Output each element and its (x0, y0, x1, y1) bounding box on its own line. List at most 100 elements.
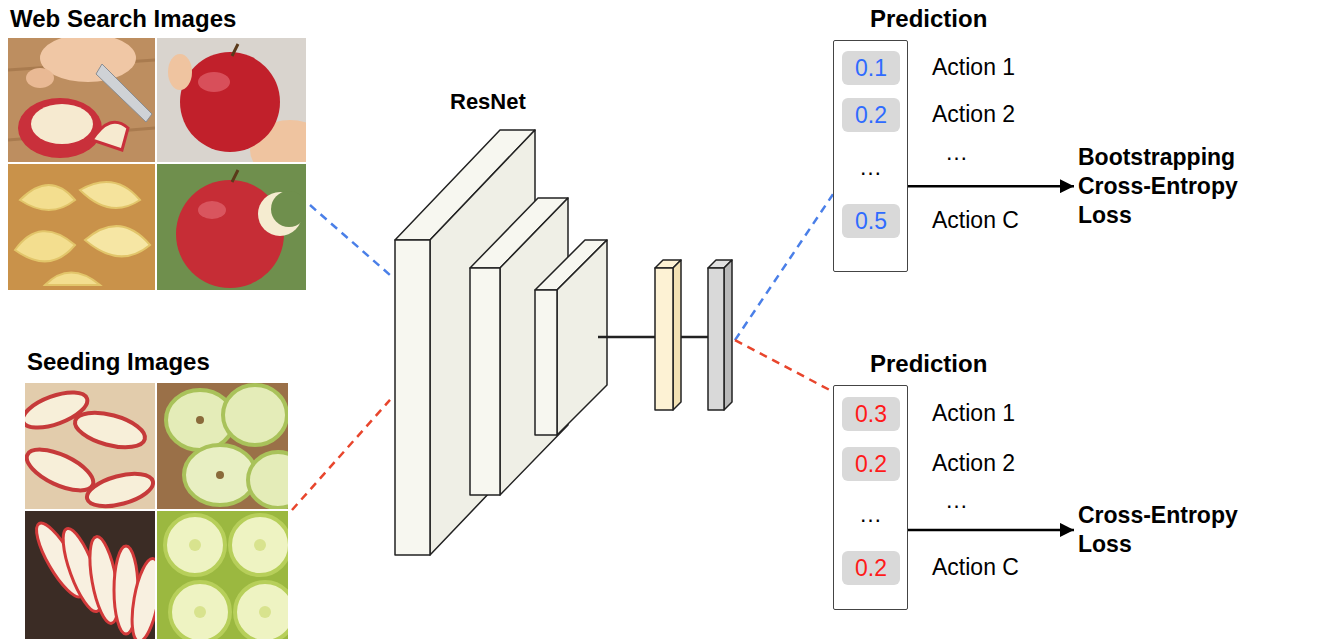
action-label: Action 1 (932, 399, 1015, 427)
apple-photo (45, 273, 100, 286)
apple-photo (25, 383, 155, 509)
apple-photo (71, 406, 148, 454)
label-holder: … (859, 153, 882, 181)
apple-photo (25, 511, 155, 639)
apple-photo (80, 182, 140, 208)
apple-photo (96, 64, 152, 122)
image-group: Seeding Images (25, 347, 292, 636)
resnet-layers (673, 260, 681, 410)
loss-label: Cross-Entropy Loss (1078, 501, 1273, 559)
score-value: 0.3 (855, 400, 887, 428)
resnet-layers (681, 336, 708, 339)
label-holder: Action C (932, 206, 1019, 234)
label-holder: … (945, 138, 968, 166)
apple-photo (248, 452, 288, 508)
apple-photo (157, 38, 306, 162)
apple-photo (31, 104, 93, 144)
apple-photo (157, 164, 306, 290)
apple-photo (216, 471, 224, 479)
score-cell: 0.2 (842, 98, 900, 132)
output-arrow (908, 529, 1074, 532)
apple-photo (235, 582, 288, 639)
resnet-layers (708, 268, 724, 410)
score-cell: 0.5 (842, 204, 900, 238)
apple-photo (189, 539, 201, 551)
action-label: Action 1 (932, 53, 1015, 81)
group-heading: Web Search Images (8, 4, 310, 34)
resnet-layers (470, 268, 500, 495)
score-cell: 0.2 (842, 447, 900, 481)
apple-photo (157, 164, 306, 290)
apple-photo (84, 468, 155, 509)
loss-text: Bootstrapping Cross-Entropy Loss (1078, 143, 1273, 230)
apple-photo (157, 383, 288, 509)
score-value: 0.5 (855, 207, 887, 235)
label-holder: Action 2 (932, 449, 1015, 477)
label-holder: Action 1 (932, 399, 1015, 427)
resnet-layers (598, 336, 655, 339)
feature-link (735, 340, 833, 392)
apple-photo (8, 164, 155, 290)
apple-photo (232, 170, 238, 182)
apple-photo (8, 164, 155, 290)
feature-link (310, 205, 390, 275)
output-arrow (908, 185, 1074, 188)
prediction-box: Prediction0.30.20.2 (833, 385, 908, 610)
resnet-layers (655, 268, 673, 410)
resnet-layers (535, 290, 557, 435)
connector-group (292, 186, 1074, 530)
network-name: ResNet (450, 89, 526, 115)
apple-photo (230, 515, 288, 575)
apple-photo (127, 557, 155, 639)
apple-photo (271, 191, 306, 227)
score-value: 0.1 (855, 54, 887, 82)
score-cell: 0.3 (842, 397, 900, 431)
prediction-heading: Prediction (870, 4, 987, 34)
action-label: Action C (932, 553, 1019, 581)
apple-photo (40, 38, 136, 82)
apple-photo (198, 72, 230, 92)
action-label: … (945, 138, 968, 166)
label-holder: Action 2 (932, 100, 1015, 128)
apple-photo (254, 539, 266, 551)
apple-photo (85, 226, 150, 256)
apple-photo (198, 201, 226, 219)
label-holder: Action C (932, 553, 1019, 581)
action-label: Action C (932, 206, 1019, 234)
ellipsis-mark: … (859, 500, 882, 528)
resnet-layers (395, 130, 732, 555)
score-value: 0.2 (855, 554, 887, 582)
group-heading: Seeding Images (25, 347, 292, 377)
network-block: ResNet (390, 85, 735, 560)
loss-text: Cross-Entropy Loss (1078, 501, 1273, 559)
action-label: Action 2 (932, 100, 1015, 128)
score-cell: 0.2 (842, 551, 900, 585)
action-label: … (945, 486, 968, 514)
apple-photo (223, 385, 287, 445)
resnet-layers (724, 260, 732, 410)
feature-link (735, 194, 833, 340)
apple-photo (157, 511, 288, 639)
apple-photo (20, 185, 75, 210)
image-group: Web Search Images (8, 4, 310, 290)
loss-label: Bootstrapping Cross-Entropy Loss (1078, 143, 1273, 230)
resnet-layers (395, 240, 430, 555)
apple-photo (8, 38, 155, 162)
apple-photo (18, 98, 102, 158)
apple-photo (92, 122, 128, 150)
apple-photo (194, 606, 206, 618)
action-label: Action 2 (932, 449, 1015, 477)
label-holder: Action 1 (932, 53, 1015, 81)
label-holder: … (945, 486, 968, 514)
apple-photo (184, 445, 256, 505)
apple-photo (168, 54, 192, 90)
apple-photo (170, 582, 230, 639)
apple-photo (15, 231, 75, 261)
apple-photo (196, 416, 204, 424)
feature-link (292, 400, 390, 510)
prediction-heading: Prediction (870, 349, 987, 379)
